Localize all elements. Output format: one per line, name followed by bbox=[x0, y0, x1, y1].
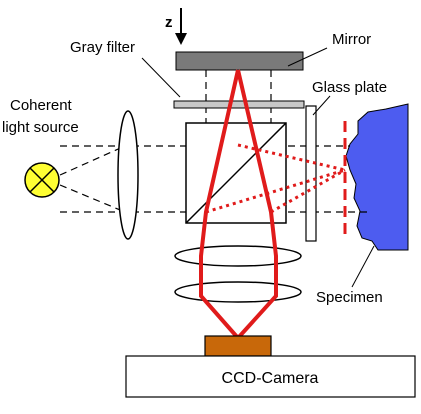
glass-plate-label: Glass plate bbox=[312, 79, 387, 96]
gray-filter-label: Gray filter bbox=[70, 39, 135, 56]
light-source-label-line2: light source bbox=[2, 119, 79, 136]
z-axis-label: z bbox=[165, 14, 173, 31]
focus-lens-lower bbox=[174, 281, 302, 303]
mirror-label: Mirror bbox=[332, 31, 371, 48]
beam-path bbox=[199, 69, 347, 340]
mirror-pointer bbox=[287, 47, 328, 67]
mirror-guide-lines bbox=[205, 70, 272, 123]
glass-plate bbox=[305, 105, 317, 242]
gray-filter-pointer bbox=[141, 57, 181, 98]
specimen-label: Specimen bbox=[316, 289, 383, 306]
camera-sensor bbox=[204, 335, 272, 357]
specimen-shape bbox=[345, 103, 409, 251]
gray-filter-plate bbox=[173, 100, 305, 109]
collimator-lens bbox=[117, 110, 139, 240]
glass-plate-pointer bbox=[312, 95, 331, 116]
source-rays bbox=[59, 145, 126, 213]
camera-label: CCD-Camera bbox=[222, 370, 319, 387]
specimen-pointer bbox=[351, 245, 375, 288]
light-source-label-line1: Coherent bbox=[10, 97, 73, 114]
light-source-icon bbox=[24, 162, 60, 198]
z-axis-arrow-icon bbox=[175, 8, 187, 45]
mirror-plate bbox=[175, 51, 304, 71]
camera-body bbox=[125, 355, 416, 398]
focus-lens-upper bbox=[174, 245, 302, 267]
